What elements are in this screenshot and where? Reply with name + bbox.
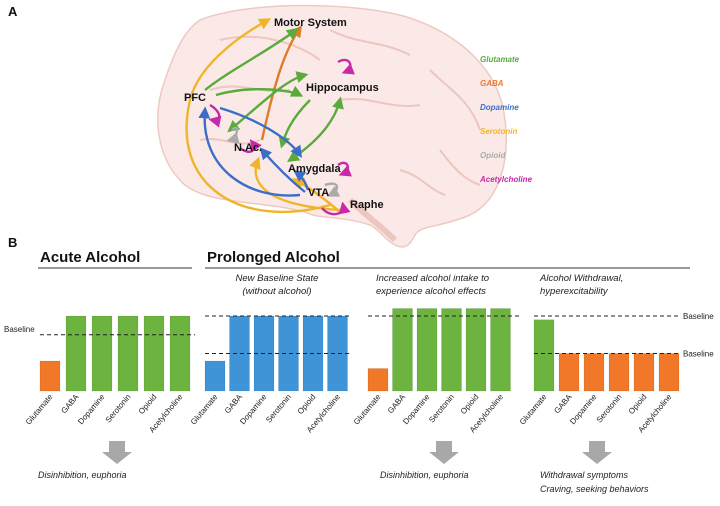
subtitle-withdrawal-line-1: Alcohol Withdrawal, [539,273,623,284]
outcome-acute: Disinhibition, euphoria [38,470,127,480]
legend-dopamine: Dopamine [480,103,519,112]
bar-gaba [392,308,413,392]
panel-a-letter: A [8,4,18,19]
tick-label-gaba: GABA [386,392,408,415]
tick-label-gaba: GABA [552,392,574,415]
bar-opioid [143,315,165,392]
panel-b-letter: B [8,235,17,250]
subtitle-increased-intake-line-1: Increased alcohol intake to [376,273,489,284]
tick-label-gaba: GABA [223,392,245,415]
bar-gaba [229,315,250,392]
region-motor-system: Motor System [274,17,347,29]
subtitle-new-baseline-line-2: (without alcohol) [242,286,311,297]
tick-label-dopamine: Dopamine [401,392,432,426]
baseline-label: Baseline [683,312,714,321]
legend-opioid: Opioid [480,151,506,160]
bar-serotonin [117,315,139,392]
region-hippocampus: Hippocampus [306,82,379,94]
bar-dopamine [416,308,438,392]
bar-opioid [633,353,655,392]
tick-label-serotonin: Serotonin [264,393,293,425]
bar-glutamate [204,360,226,392]
bar-acetylcholine [327,315,348,392]
region-amygdala: Amygdala [288,163,341,175]
outcome-withdrawal-line-2: Craving, seeking behaviors [540,484,649,494]
down-arrow-icon [102,441,132,464]
brain-illustration [157,4,507,248]
tick-label-serotonin: Serotonin [104,393,133,425]
tick-label-glutamate: Glutamate [24,392,55,426]
legend-serotonin: Serotonin [480,127,517,136]
tick-label-opioid: Opioid [627,393,649,416]
bar-serotonin [278,315,299,392]
tick-label-opioid: Opioid [296,393,318,416]
tick-label-serotonin: Serotonin [595,393,624,425]
subtitle-increased-intake-line-2: experience alcohol effects [376,286,486,297]
tick-label-glutamate: Glutamate [352,392,383,426]
tick-label-glutamate: Glutamate [518,392,549,426]
region-vta: VTA [308,187,329,199]
outcome-withdrawal-line-1: Withdrawal symptoms [540,470,628,480]
tick-label-dopamine: Dopamine [76,392,107,426]
bar-acetylcholine [169,315,191,392]
outcome-increased: Disinhibition, euphoria [380,470,469,480]
subtitles: New Baseline State (without alcohol) Incre… [236,273,624,297]
pathways [185,18,356,216]
legend-acetylcholine: Acetylcholine [479,175,533,184]
tick-label-opioid: Opioid [459,393,481,416]
region-raphe: Raphe [350,199,384,211]
tick-label-serotonin: Serotonin [427,393,456,425]
down-arrow-icon [582,441,612,464]
legend: Glutamate GABA Dopamine Serotonin Opioid… [479,55,533,184]
bar-gaba [65,315,87,392]
bar-opioid [465,308,487,392]
tick-label-glutamate: Glutamate [189,392,220,426]
tick-label-dopamine: Dopamine [238,392,269,426]
tick-label-dopamine: Dopamine [568,392,599,426]
legend-glutamate: Glutamate [480,55,520,64]
subtitle-withdrawal-line-2: hyperexcitability [540,286,609,297]
bar-serotonin [608,353,630,392]
bar-glutamate [533,319,555,392]
prolonged-title: Prolonged Alcohol [207,249,340,266]
down-arrow-icon [429,441,459,464]
bar-acetylcholine [490,308,511,392]
region-pfc: PFC [184,92,206,104]
region-nac: N.Ac. [234,142,262,154]
bar-gaba [558,353,580,392]
subtitle-new-baseline-line-1: New Baseline State [236,273,319,284]
bar-glutamate [39,360,61,392]
acute-title: Acute Alcohol [40,249,140,266]
tick-label-gaba: GABA [59,392,81,415]
tick-label-opioid: Opioid [137,393,159,416]
outcomes: Disinhibition, euphoria Disinhibition, eu… [38,441,649,494]
legend-gaba: GABA [480,79,504,88]
bar-serotonin [441,308,462,392]
bar-acetylcholine [658,353,680,392]
bar-dopamine [583,353,605,392]
baseline-label: Baseline [683,350,714,359]
baseline-label: Baseline [4,325,35,334]
bar-dopamine [91,315,113,392]
bar-glutamate [367,368,389,392]
